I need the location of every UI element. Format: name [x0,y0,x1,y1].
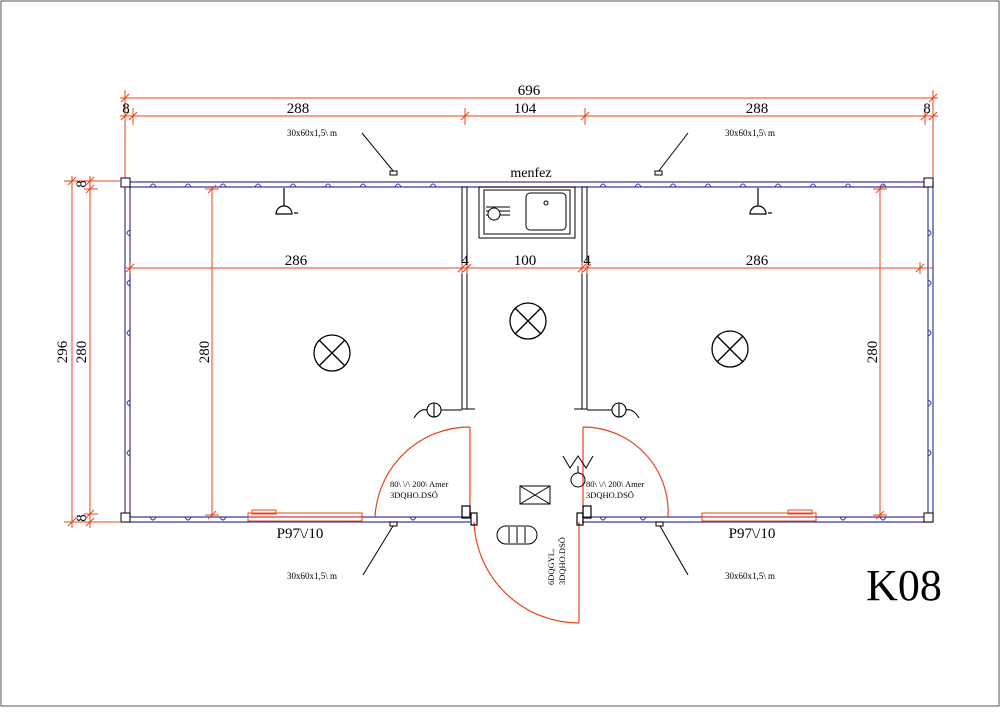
callout-top-left: 30x60x1,5\ m [287,128,337,138]
ceiling-light-icon [509,302,547,340]
dim-left-room-outer: 288 [287,101,310,117]
dim-overall-width: 696 [518,83,541,99]
window-right [701,509,817,522]
interior-partitions [461,186,588,410]
shower-icon [275,188,298,215]
vent-label: menfez [510,166,551,181]
door-left [374,426,471,519]
dim-middle-inner: 100 [514,253,537,269]
door-left-code: 3DQHO.DSÖ [390,490,438,500]
lamp-icon [413,402,462,419]
corner-post-tl [120,177,131,188]
dim-left-room-height: 280 [197,341,213,364]
dim-left-room-inner: 286 [285,253,308,269]
toilet-icon [562,455,594,488]
sink-icon [478,186,576,239]
corner-post-tr [923,177,934,188]
door-entry-label: 6DQGYLₒ [546,548,556,585]
door-left-size: 80\ \/\ 200\ Amer [390,479,448,489]
vent-grilles [389,170,664,527]
top-dimension-lines [120,90,938,180]
plan-code: K08 [866,561,942,610]
dim-edge-right: 8 [923,101,931,117]
callout-leaders [361,132,689,576]
callout-bottom-right: 30x60x1,5\ m [725,571,775,581]
dim-right-room-inner: 286 [746,253,769,269]
grille-bottom-left [389,521,398,527]
door-right-code: 3DQHO.DSÖ [586,490,634,500]
corner-posts [120,177,934,523]
window-left [247,509,363,522]
ceiling-light-icon [711,330,749,368]
partition-right [581,186,588,410]
grille-top-right [654,170,663,176]
dim-right-room-height: 280 [865,341,881,364]
dim-partition-right: 4 [583,253,591,269]
ceiling-light-icon [313,334,351,372]
dim-height-top-edge: 8 [74,180,90,188]
inner-dimension-lines [125,184,933,520]
heater-icon [519,485,551,505]
dim-inner-height: 280 [74,341,90,364]
door-entry [470,512,584,624]
dim-partition-left: 4 [461,253,469,269]
corner-post-br [923,512,934,523]
left-dimension-lines [64,176,120,528]
dim-edge-left: 8 [122,101,130,117]
callout-bottom-left: 30x60x1,5\ m [287,571,337,581]
door-entry-code: 3DQHO.DSÖ [557,537,567,585]
dim-height-bottom-edge: 8 [74,514,90,522]
dim-right-room-outer: 288 [746,101,769,117]
grille-bottom-right [655,521,664,527]
exterior-walls [124,181,934,523]
grille-top-left [389,170,398,176]
corner-post-bl [120,512,131,523]
dim-overall-height: 296 [55,340,71,363]
lamp-icon [587,402,640,419]
dim-middle-outer: 104 [514,101,537,117]
window-left-label: P97\/10 [277,526,324,542]
window-right-label: P97\/10 [729,526,776,542]
radiator-icon [496,525,538,545]
shower-icon [749,188,772,215]
door-right-size: 80\ \/\ 200\ Amer [586,479,644,489]
partition-left [461,186,468,410]
callout-top-right: 30x60x1,5\ m [725,128,775,138]
door-right [582,426,669,519]
wall-bumps [126,183,932,521]
